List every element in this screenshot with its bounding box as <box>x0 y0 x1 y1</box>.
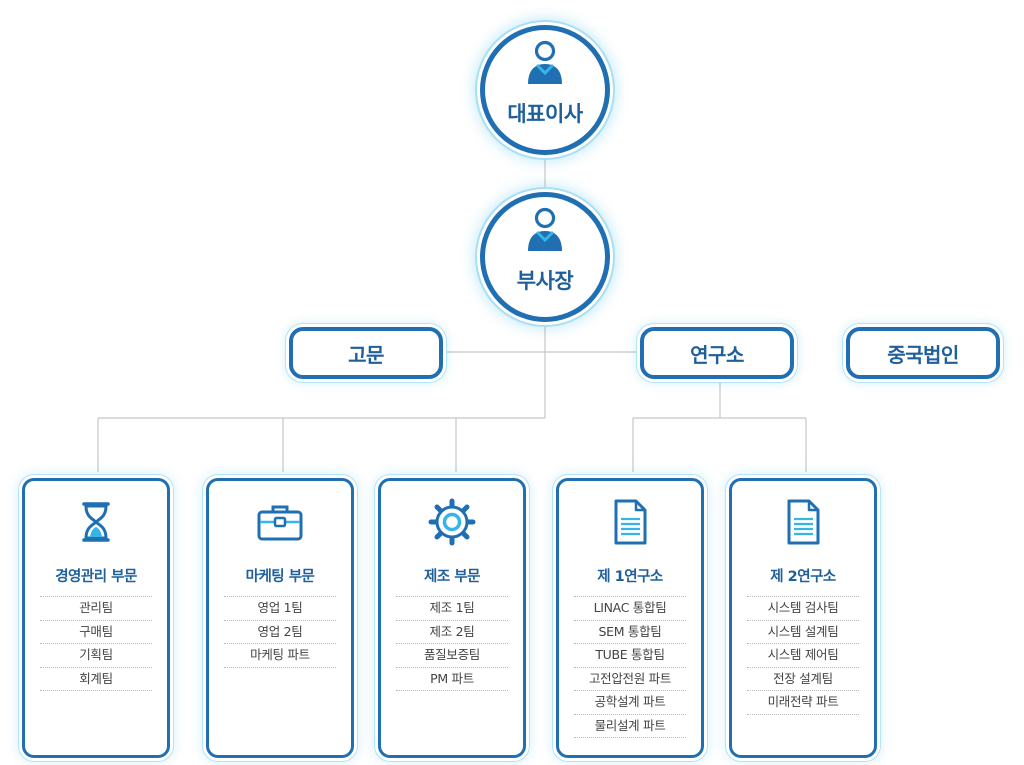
briefcase-icon <box>257 505 303 541</box>
team-list: LINAC 통합팀 SEM 통합팀 TUBE 통합팀 고전압전원 파트 공학설계… <box>574 596 686 738</box>
dept-card-manufacturing: 제조 부문 제조 1팀 제조 2팀 품질보증팀 PM 파트 <box>378 478 526 758</box>
document-icon <box>787 499 820 545</box>
person-icon <box>528 40 562 84</box>
dept-card-management: 경영관리 부문 관리팀 구매팀 기획팀 회계팀 <box>22 478 170 758</box>
china-corp-label: 중국법인 <box>887 342 959 367</box>
vp-label: 부사장 <box>516 269 574 293</box>
team-item: 공학설계 파트 <box>574 691 686 715</box>
china-corp-node: 중국법인 <box>846 327 1000 379</box>
advisor-label: 고문 <box>348 342 384 367</box>
vp-node: 부사장 <box>480 192 610 322</box>
team-list: 영업 1팀 영업 2팀 마케팅 파트 <box>224 596 336 668</box>
team-item: LINAC 통합팀 <box>574 597 686 621</box>
team-list: 제조 1팀 제조 2팀 품질보증팀 PM 파트 <box>396 596 508 691</box>
lab-label: 연구소 <box>690 342 744 367</box>
team-item: 시스템 제어팀 <box>747 644 859 668</box>
team-list: 관리팀 구매팀 기획팀 회계팀 <box>40 596 152 691</box>
team-item: 회계팀 <box>40 668 152 691</box>
team-item: 물리설계 파트 <box>574 715 686 738</box>
dept-card-research-2: 제 2연구소 시스템 검사팀 시스템 설계팀 시스템 제어팀 전장 설계팀 미래… <box>729 478 877 758</box>
dept-title: 경영관리 부문 <box>55 569 137 585</box>
team-item: 제조 2팀 <box>396 621 508 644</box>
team-item: TUBE 통합팀 <box>574 644 686 668</box>
gear-icon <box>428 498 476 546</box>
team-item: 제조 1팀 <box>396 597 508 621</box>
team-item: SEM 통합팀 <box>574 621 686 644</box>
ceo-label: 대표이사 <box>507 102 583 126</box>
team-item: 시스템 검사팀 <box>747 597 859 621</box>
document-icon <box>614 499 647 545</box>
person-icon <box>528 207 562 251</box>
team-list: 시스템 검사팀 시스템 설계팀 시스템 제어팀 전장 설계팀 미래전략 파트 <box>747 596 859 715</box>
team-item: 영업 2팀 <box>224 621 336 644</box>
team-item: 구매팀 <box>40 621 152 644</box>
team-item: PM 파트 <box>396 668 508 691</box>
dept-title: 제조 부문 <box>424 569 480 585</box>
team-item: 영업 1팀 <box>224 597 336 621</box>
ceo-node: 대표이사 <box>480 25 610 155</box>
lab-node: 연구소 <box>640 327 794 379</box>
team-item: 마케팅 파트 <box>224 644 336 668</box>
dept-card-marketing: 마케팅 부문 영업 1팀 영업 2팀 마케팅 파트 <box>206 478 354 758</box>
hourglass-icon <box>82 502 110 542</box>
team-item: 전장 설계팀 <box>747 668 859 691</box>
team-item: 기획팀 <box>40 644 152 668</box>
team-item: 미래전략 파트 <box>747 691 859 715</box>
dept-card-research-1: 제 1연구소 LINAC 통합팀 SEM 통합팀 TUBE 통합팀 고전압전원 … <box>556 478 704 758</box>
team-item: 품질보증팀 <box>396 644 508 668</box>
team-item: 고전압전원 파트 <box>574 668 686 691</box>
team-item: 관리팀 <box>40 597 152 621</box>
dept-title: 마케팅 부문 <box>245 569 315 585</box>
advisor-node: 고문 <box>289 327 443 379</box>
dept-title: 제 1연구소 <box>597 569 663 585</box>
team-item: 시스템 설계팀 <box>747 621 859 644</box>
dept-title: 제 2연구소 <box>770 569 836 585</box>
